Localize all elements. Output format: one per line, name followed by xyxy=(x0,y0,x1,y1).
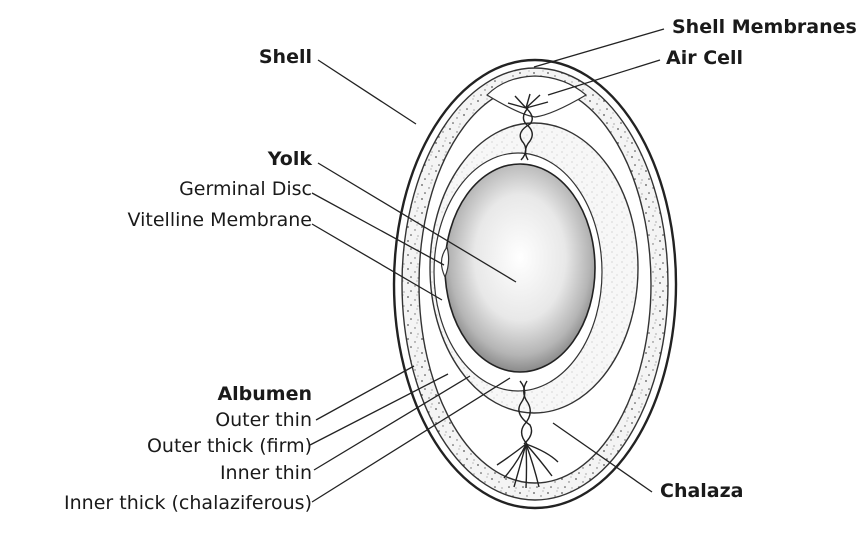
label-outer-thin: Outer thin xyxy=(215,409,312,431)
label-germinal-disc: Germinal Disc xyxy=(179,178,312,200)
label-shell-membranes: Shell Membranes xyxy=(672,16,857,38)
yolk xyxy=(445,164,595,372)
label-vitelline-membrane: Vitelline Membrane xyxy=(128,209,312,231)
label-albumen: Albumen xyxy=(217,383,312,405)
label-outer-thick: Outer thick (firm) xyxy=(147,435,312,457)
label-shell: Shell xyxy=(259,46,312,68)
label-yolk: Yolk xyxy=(268,148,312,170)
label-inner-thin: Inner thin xyxy=(220,462,312,484)
label-inner-thick: Inner thick (chalaziferous) xyxy=(64,492,312,514)
label-air-cell: Air Cell xyxy=(666,47,743,69)
label-chalaza: Chalaza xyxy=(660,480,744,502)
